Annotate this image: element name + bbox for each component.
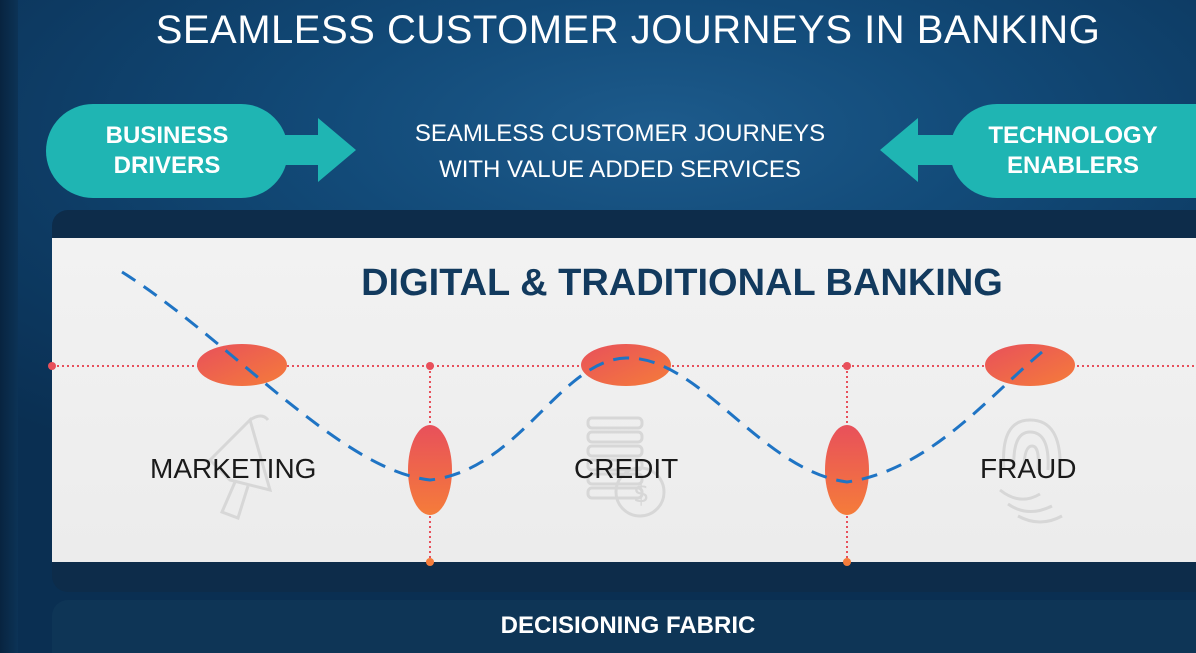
business-drivers-line1: BUSINESS — [105, 122, 229, 149]
technology-enablers-line2: ENABLERS — [1006, 152, 1139, 179]
journeys-line2: WITH VALUE ADDED SERVICES — [439, 156, 801, 183]
node-marketing — [197, 344, 287, 386]
area-label-credit: CREDIT — [574, 453, 679, 484]
node-vertical-1 — [408, 425, 452, 515]
journeys-line1: SEAMLESS CUSTOMER JOURNEYS — [414, 120, 826, 147]
area-label-fraud: FRAUD — [980, 453, 1077, 484]
svg-text:$: $ — [633, 479, 650, 509]
journeys-statement: SEAMLESS CUSTOMER JOURNEYS WITH VALUE AD… — [370, 116, 870, 188]
fingerprint-icon — [999, 418, 1063, 524]
coin-stack-icon: $ — [586, 416, 666, 518]
page-title: SEAMLESS CUSTOMER JOURNEYS IN BANKING — [155, 8, 1101, 52]
journey-curve — [121, 270, 1043, 484]
business-drivers-line2: DRIVERS — [113, 152, 221, 179]
arrow-right-icon — [276, 118, 356, 182]
technology-enablers-line1: TECHNOLOGY — [988, 122, 1158, 149]
area-label-marketing: MARKETING — [150, 453, 317, 484]
decisioning-fabric-label: DECISIONING FABRIC — [500, 612, 756, 639]
panel-top-band — [52, 210, 1196, 240]
node-fraud — [985, 344, 1075, 386]
panel-title: DIGITAL & TRADITIONAL BANKING — [361, 262, 1003, 304]
technology-enablers-pill: TECHNOLOGY ENABLERS — [950, 104, 1196, 198]
left-edge-shadow — [0, 0, 18, 653]
business-drivers-pill: BUSINESS DRIVERS — [46, 104, 288, 198]
vertical-dotted-line-1 — [426, 362, 434, 566]
arrow-left-icon — [880, 118, 960, 182]
node-credit — [581, 344, 671, 386]
decisioning-fabric-bar — [52, 600, 1196, 653]
megaphone-icon — [207, 414, 273, 520]
vertical-dotted-line-2 — [843, 362, 851, 566]
node-vertical-2 — [825, 425, 869, 515]
panel-bottom-band — [52, 562, 1196, 592]
